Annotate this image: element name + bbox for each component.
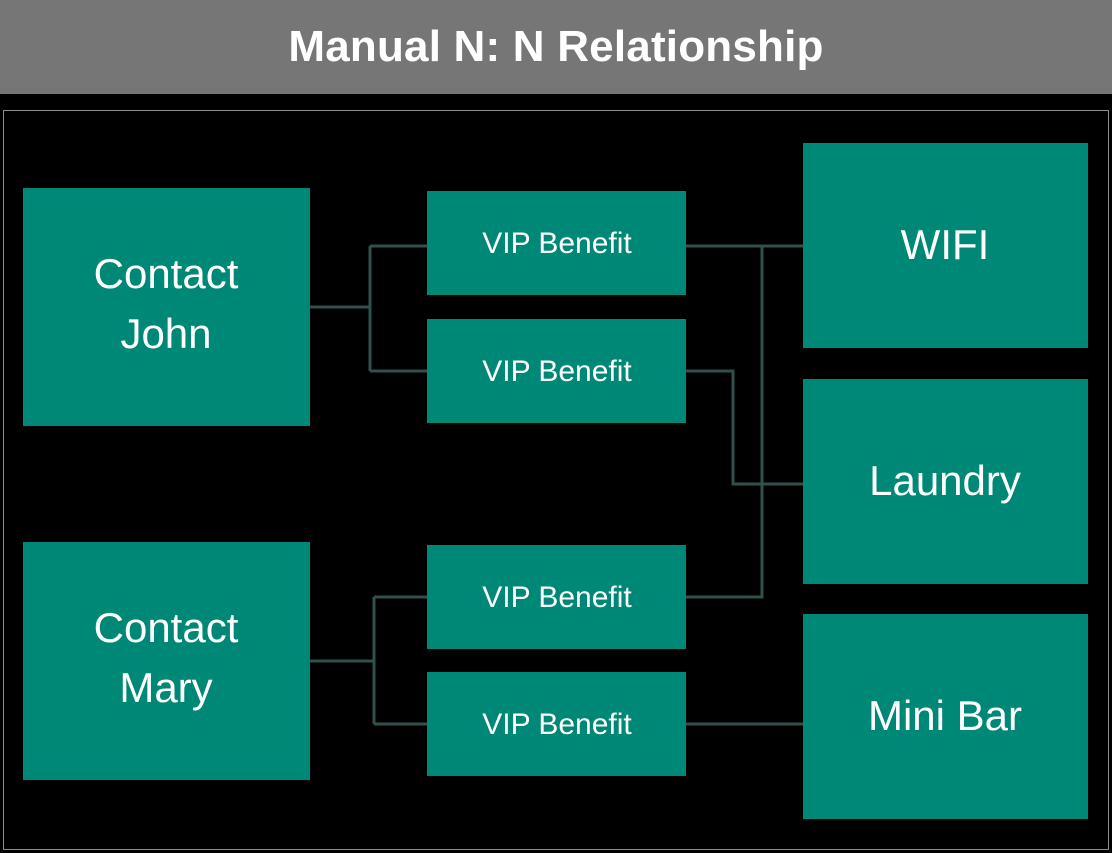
node-vip-benefit-3[interactable]: VIP Benefit bbox=[427, 545, 686, 649]
node-benefit-laundry[interactable]: Laundry bbox=[803, 379, 1088, 584]
connector-vip3-to-wifi bbox=[686, 246, 764, 599]
contact-john-label-line2: John bbox=[120, 310, 211, 357]
benefit-minibar-box[interactable] bbox=[803, 614, 1088, 819]
page-title: Manual N: N Relationship bbox=[288, 22, 824, 71]
contact-mary-box[interactable] bbox=[23, 542, 310, 780]
benefit-laundry-box[interactable] bbox=[803, 379, 1088, 584]
benefit-wifi-box[interactable] bbox=[803, 143, 1088, 348]
node-vip-benefit-2[interactable]: VIP Benefit bbox=[427, 319, 686, 423]
node-contact-john[interactable]: Contact John bbox=[23, 188, 310, 426]
vip-benefit-1-label: VIP Benefit bbox=[482, 227, 632, 260]
vip-benefit-3-label: VIP Benefit bbox=[482, 581, 632, 614]
benefit-wifi-label: WIFI bbox=[901, 221, 990, 268]
header-bar: Manual N: N Relationship bbox=[0, 0, 1112, 94]
node-benefit-minibar[interactable]: Mini Bar bbox=[803, 614, 1088, 819]
contact-mary-label-line2: Mary bbox=[119, 664, 212, 711]
contact-john-box[interactable] bbox=[23, 188, 310, 426]
contact-mary-label-line1: Contact bbox=[94, 604, 239, 651]
benefit-laundry-label: Laundry bbox=[869, 457, 1021, 504]
connector-vip2-to-laundry bbox=[686, 369, 803, 486]
vip-benefit-2-label: VIP Benefit bbox=[482, 355, 632, 388]
diagram-canvas: Contact John Contact Mary VIP Benefit VI… bbox=[3, 110, 1109, 850]
node-contact-mary[interactable]: Contact Mary bbox=[23, 542, 310, 780]
node-vip-benefit-4[interactable]: VIP Benefit bbox=[427, 672, 686, 776]
vip-benefit-3-box[interactable] bbox=[427, 545, 686, 649]
contact-john-label-line1: Contact bbox=[94, 250, 239, 297]
node-benefit-wifi[interactable]: WIFI bbox=[803, 143, 1088, 348]
node-vip-benefit-1[interactable]: VIP Benefit bbox=[427, 191, 686, 295]
benefit-minibar-label: Mini Bar bbox=[868, 692, 1022, 739]
vip-benefit-4-label: VIP Benefit bbox=[482, 708, 632, 741]
relationship-diagram: Contact John Contact Mary VIP Benefit VI… bbox=[23, 143, 1088, 819]
vip-benefit-1-box[interactable] bbox=[427, 191, 686, 295]
vip-benefit-4-box[interactable] bbox=[427, 672, 686, 776]
vip-benefit-2-box[interactable] bbox=[427, 319, 686, 423]
